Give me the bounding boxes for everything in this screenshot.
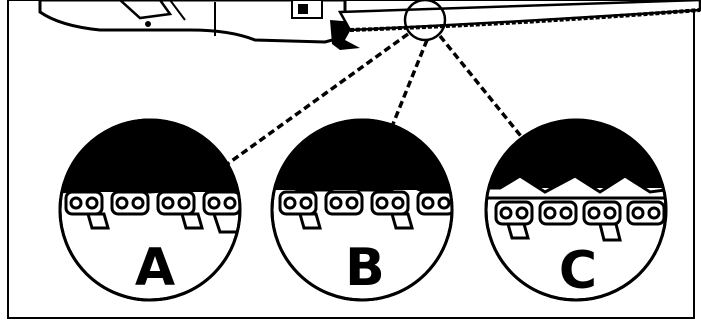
leader-lines <box>224 32 526 167</box>
saw-bar <box>337 0 701 32</box>
panel-c-label: C <box>559 241 597 301</box>
magnifier-origin-circle <box>403 0 447 42</box>
chainsaw-body <box>38 0 360 50</box>
panel-b: B <box>270 118 454 302</box>
figure-frame <box>7 0 695 319</box>
panel-a: A <box>58 118 242 302</box>
panel-b-label: B <box>345 238 385 298</box>
panel-c: C <box>484 118 668 302</box>
panel-a-label: A <box>135 238 175 298</box>
